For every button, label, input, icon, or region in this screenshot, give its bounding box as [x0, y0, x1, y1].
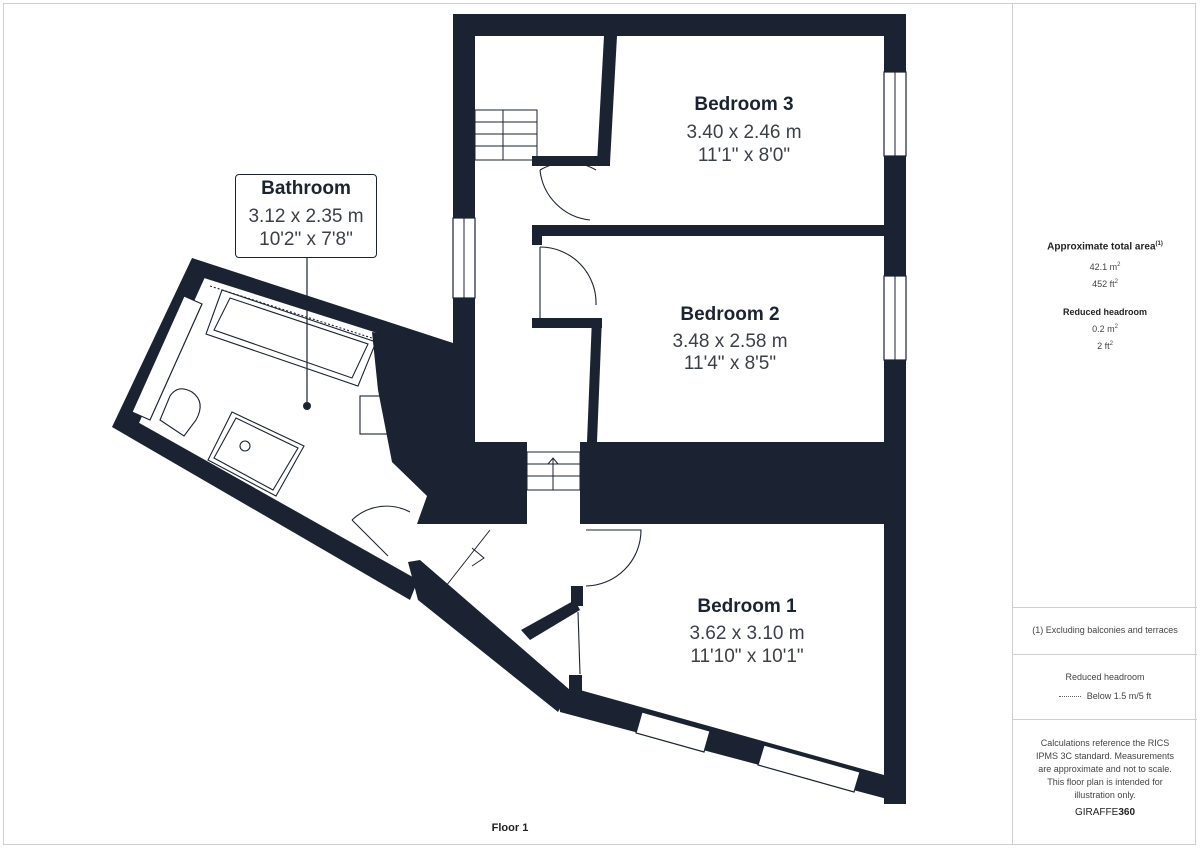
shower-tray	[207, 411, 305, 497]
wall	[453, 14, 906, 36]
wall	[587, 318, 602, 442]
room-dim-imperial-bedroom-2: 11'4" x 8'5"	[683, 353, 777, 374]
brand-logo: GIRAFFE360	[1074, 807, 1136, 818]
room-dim-metric-bedroom-3: 3.40 x 2.46 m	[686, 122, 802, 143]
bathtub	[205, 285, 379, 387]
dotted-line-icon	[1058, 696, 1081, 698]
wall	[532, 318, 602, 328]
toilet	[159, 388, 201, 437]
wall	[597, 36, 617, 163]
room-name-bedroom-3: Bedroom 3	[694, 94, 794, 115]
room-dim-imperial-bedroom-1: 11'10" x 10'1"	[690, 646, 804, 667]
reduced-headroom-ft2: 2 ft2	[1097, 341, 1113, 351]
room-name-bedroom-1: Bedroom 1	[697, 596, 797, 617]
window	[635, 711, 711, 753]
room-dim-imperial-bedroom-3: 11'1" x 8'0"	[697, 145, 791, 166]
wall	[532, 156, 610, 166]
window	[131, 295, 203, 421]
divider	[1013, 719, 1197, 720]
total-area-title: Approximate total area(1)	[1047, 241, 1163, 253]
wall	[372, 332, 473, 524]
reduced-headroom-title: Reduced headroom	[1062, 307, 1147, 317]
label-anchor	[303, 402, 311, 410]
wall	[473, 442, 527, 524]
wall	[192, 258, 453, 357]
window	[757, 744, 861, 793]
basin	[359, 395, 389, 435]
wall	[580, 442, 906, 524]
exclusion-note: (1) Excluding balconies and terraces	[1032, 625, 1178, 635]
divider	[1013, 607, 1197, 608]
legend-row: Below 1.5 m/5 ft	[1013, 691, 1197, 701]
room-name-bathroom: Bathroom	[261, 178, 351, 199]
total-area-m2: 42.1 m2	[1089, 262, 1121, 272]
door-swings	[351, 161, 642, 675]
legend-title: Reduced headroom	[1065, 672, 1145, 682]
bathroom-label-box	[235, 174, 377, 258]
room-dim-metric-bedroom-2: 3.48 x 2.58 m	[672, 331, 788, 352]
disclaimer: Calculations reference the RICS IPMS 3C …	[1035, 738, 1175, 800]
room-dim-metric-bathroom: 3.12 x 2.35 m	[248, 206, 364, 227]
floor-label: Floor 1	[491, 822, 529, 834]
reduced-headroom-m2: 0.2 m2	[1092, 324, 1118, 334]
wall	[408, 560, 570, 712]
room-name-bedroom-2: Bedroom 2	[680, 304, 780, 325]
stairs	[474, 109, 581, 491]
room-dim-imperial-bathroom: 10'2" x 7'8"	[259, 229, 353, 250]
wall	[521, 600, 580, 640]
wall	[112, 420, 418, 600]
sidebar: Approximate total area(1) 42.1 m2 452 ft…	[1012, 3, 1197, 845]
wall	[884, 14, 906, 804]
wall	[532, 225, 884, 236]
room-dim-metric-bedroom-1: 3.62 x 3.10 m	[689, 623, 805, 644]
floor-plan	[112, 14, 907, 804]
page-frame	[3, 3, 1196, 845]
wall	[569, 675, 582, 697]
divider	[1013, 654, 1197, 655]
total-area-ft2: 452 ft2	[1092, 279, 1118, 289]
wall	[532, 225, 542, 245]
